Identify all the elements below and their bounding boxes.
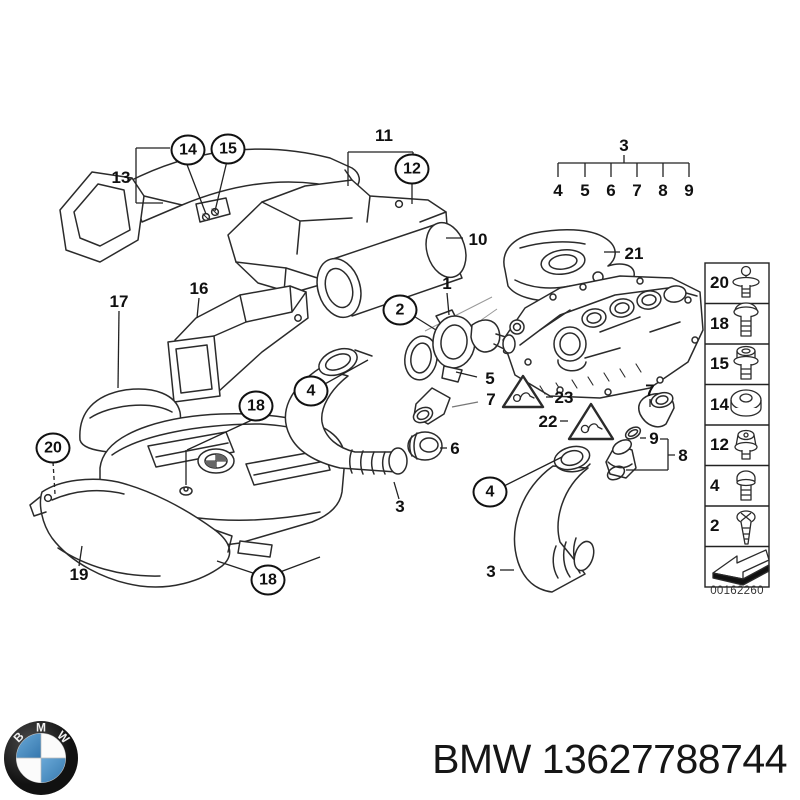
legend-icon-self-tapping-screw (736, 510, 756, 545)
callout-3: 3 (619, 136, 629, 155)
legend-number-15: 15 (710, 354, 729, 373)
callout-16: 16 (189, 279, 209, 298)
legend-icon-direction-arrow (712, 549, 770, 586)
callout-6: 6 (450, 439, 460, 458)
callout-20: 20 (35, 432, 71, 464)
callout-10: 10 (468, 230, 488, 249)
callout-15: 15 (210, 133, 246, 165)
brand-text: BMW (432, 736, 531, 782)
logo-quadrant-bottom-right (41, 758, 66, 783)
elbow-connector-right-part (638, 391, 675, 428)
callout-1: 1 (442, 274, 452, 293)
part-number-text: BMW 13627788744 (432, 736, 787, 783)
callout-22: 22 (538, 412, 558, 431)
callout-6: 6 (606, 181, 616, 200)
legend-number-12: 12 (710, 435, 729, 454)
legend-number-2: 2 (710, 516, 720, 535)
bmw-logo: BMW (4, 721, 78, 795)
callout-8: 8 (658, 181, 668, 200)
callout-19: 19 (69, 565, 89, 584)
lower-trim-panel-part (29, 478, 233, 588)
callout-23: 23 (554, 388, 574, 407)
intake-muffler-part (316, 221, 467, 319)
warning-triangle-22 (567, 402, 615, 441)
callout-12: 12 (394, 153, 430, 185)
legend-table (704, 262, 770, 588)
elbow-connector-left-part (412, 387, 451, 425)
callout-9: 9 (684, 181, 694, 200)
callout-18: 18 (238, 390, 274, 422)
legend-number-20: 20 (710, 273, 729, 292)
callout-2: 2 (382, 294, 418, 326)
callout-21: 21 (624, 244, 644, 263)
callout-8: 8 (678, 446, 688, 465)
intake-scoop-part (59, 148, 360, 263)
part-number: 13627788744 (541, 736, 788, 782)
legend-icon-rubber-grommet (730, 389, 762, 417)
callout-5: 5 (485, 369, 495, 388)
callout-7: 7 (486, 390, 496, 409)
logo-letter: M (36, 721, 46, 735)
legend-number-4: 4 (710, 475, 720, 495)
ribbed-adapter-part (407, 431, 443, 461)
callout-7: 7 (632, 181, 642, 200)
callout-4: 4 (553, 181, 563, 200)
o-ring-part (624, 426, 642, 440)
legend-icon-flange-bolt (733, 345, 759, 380)
legend-icon-expansion-rivet (732, 265, 760, 298)
logo-quadrant-bottom-left (16, 758, 41, 783)
warning-triangle-23 (501, 374, 545, 409)
engine-cover-emblem (197, 448, 235, 474)
callout-11: 11 (375, 126, 393, 145)
logo-quadrant-top-left (16, 733, 41, 758)
callout-7: 7 (645, 381, 655, 400)
callout-3: 3 (486, 562, 496, 581)
callout-14: 14 (170, 134, 206, 166)
clean-air-duct-part (167, 285, 309, 403)
legend-icon-washer-head-bolt (733, 302, 759, 337)
callout-4: 4 (472, 476, 508, 508)
leader-lines (52, 147, 690, 575)
legend-number-14: 14 (710, 394, 729, 414)
callout-5: 5 (580, 181, 590, 200)
intake-hose-right-part (513, 445, 595, 593)
callout-18: 18 (250, 564, 286, 596)
callout-17: 17 (109, 292, 129, 311)
callout-3: 3 (395, 497, 405, 516)
throttle-assembly-part (404, 309, 515, 383)
socket-connector-part (605, 439, 637, 481)
callout-9: 9 (649, 429, 659, 448)
cylinder-head-cover-part (502, 275, 704, 399)
legend-icon-cap-nut (734, 429, 758, 460)
logo-quadrant-top-right (41, 733, 66, 758)
diagram-image-id: 00162260 (710, 585, 764, 597)
legend-number-18: 18 (710, 313, 729, 333)
callout-13: 13 (111, 168, 131, 187)
legend-icon-hex-bolt (736, 470, 756, 501)
callout-4: 4 (293, 375, 329, 407)
